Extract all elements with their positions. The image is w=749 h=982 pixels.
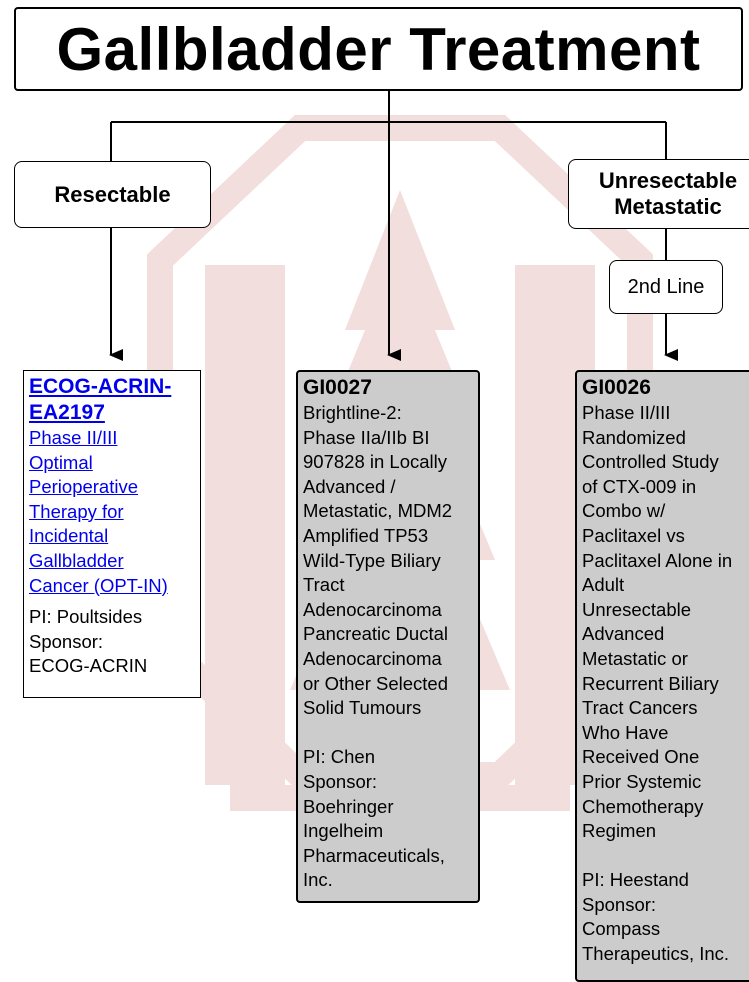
trial-link-ecog-desc-7[interactable]: Cancer (OPT-IN) <box>29 574 168 596</box>
desc-gi0027-1: Brightline-2: <box>303 402 402 423</box>
desc-gi0026-13: Tract Cancers <box>582 697 698 719</box>
trial-card-gi0027: GI0027 Brightline-2: Phase IIa/IIb BI 90… <box>296 370 480 903</box>
sponsor-label-gi0027: Sponsor: <box>303 770 378 792</box>
trial-link-ecog-desc-3[interactable]: Perioperative <box>29 476 139 498</box>
desc-gi0026-14: Who Have <box>582 721 669 743</box>
desc-gi0027-7: Wild-Type Biliary <box>303 549 441 571</box>
metastatic-label: Metastatic <box>614 194 722 219</box>
sponsor-label-gi0026: Sponsor: <box>582 893 657 915</box>
trial-link-ecog-desc-1[interactable]: Phase II/III <box>29 427 118 448</box>
desc-gi0026-6: Paclitaxel vs <box>582 524 685 546</box>
desc-gi0026-7: Paclitaxel Alone in <box>582 549 733 571</box>
title-box: Gallbladder Treatment <box>14 7 743 91</box>
desc-gi0026-1: Phase II/III <box>582 402 671 423</box>
trial-card-gi0026: GI0026 Phase II/III Randomized Controlle… <box>575 370 749 982</box>
trial-link-ecog-desc-2[interactable]: Optimal <box>29 451 93 473</box>
desc-gi0027-8: Tract <box>303 574 345 596</box>
sponsor-label-ecog: Sponsor: <box>29 630 104 652</box>
desc-gi0026-5: Combo w/ <box>582 500 666 522</box>
desc-gi0026-3: Controlled Study <box>582 451 719 473</box>
pi-gi0027: PI: Chen <box>303 746 375 768</box>
trial-link-ecog-id-2[interactable]: EA2197 <box>29 401 105 424</box>
desc-gi0026-17: Chemotherapy <box>582 795 704 817</box>
trial-link-ecog-desc-6[interactable]: Gallbladder <box>29 549 124 571</box>
pi-gi0026: PI: Heestand <box>582 869 689 891</box>
desc-gi0027-11: Adenocarcinoma <box>303 647 442 669</box>
trial-card-ecog: ECOG-ACRIN- EA2197 Phase II/III Optimal … <box>23 370 201 698</box>
desc-gi0026-15: Received One <box>582 746 700 768</box>
desc-gi0026-8: Adult <box>582 574 625 596</box>
trial-id-gi0027: GI0027 <box>303 376 372 399</box>
sponsor-gi0027-3: Pharmaceuticals, <box>303 844 445 866</box>
pi-ecog: PI: Poultsides <box>29 606 143 628</box>
unresectable-label: Unresectable <box>598 168 738 193</box>
sponsor-gi0027-1: Boehringer <box>303 795 394 817</box>
trial-link-ecog-desc-5[interactable]: Incidental <box>29 525 109 547</box>
second-line-node: 2nd Line <box>609 260 723 314</box>
sponsor-gi0027-4: Inc. <box>303 869 333 891</box>
second-line-label: 2nd Line <box>627 275 705 298</box>
desc-gi0027-3: 907828 in Locally <box>303 451 447 473</box>
unresectable-node: Unresectable Metastatic <box>568 159 749 229</box>
desc-gi0027-12: or Other Selected <box>303 672 448 694</box>
desc-gi0026-4: of CTX-009 in <box>582 475 697 497</box>
trial-link-ecog-desc-4[interactable]: Therapy for <box>29 500 124 522</box>
desc-gi0027-4: Advanced / <box>303 475 396 497</box>
page-title: Gallbladder Treatment <box>56 15 701 83</box>
sponsor-ecog-1: ECOG-ACRIN <box>29 655 148 677</box>
desc-gi0026-16: Prior Systemic <box>582 770 702 792</box>
resectable-node: Resectable <box>14 161 211 228</box>
desc-gi0026-2: Randomized <box>582 426 686 448</box>
desc-gi0027-10: Pancreatic Ductal <box>303 623 448 645</box>
desc-gi0027-13: Solid Tumours <box>303 697 422 719</box>
desc-gi0026-10: Advanced <box>582 623 665 645</box>
desc-gi0027-2: Phase IIa/IIb BI <box>303 426 430 448</box>
desc-gi0026-12: Recurrent Biliary <box>582 672 719 694</box>
desc-gi0026-11: Metastatic or <box>582 647 688 669</box>
desc-gi0027-5: Metastatic, MDM2 <box>303 500 453 522</box>
desc-gi0027-9: Adenocarcinoma <box>303 598 442 620</box>
sponsor-gi0027-2: Ingelheim <box>303 820 384 842</box>
sponsor-gi0026-1: Compass <box>582 918 661 940</box>
trial-link-ecog-id-1[interactable]: ECOG-ACRIN- <box>29 375 172 398</box>
desc-gi0026-18: Regimen <box>582 820 657 842</box>
sponsor-gi0026-2: Therapeutics, Inc. <box>582 943 730 965</box>
trial-id-gi0026: GI0026 <box>582 376 651 399</box>
desc-gi0026-9: Unresectable <box>582 598 692 620</box>
desc-gi0027-6: Amplified TP53 <box>303 524 429 546</box>
resectable-label: Resectable <box>54 181 171 207</box>
